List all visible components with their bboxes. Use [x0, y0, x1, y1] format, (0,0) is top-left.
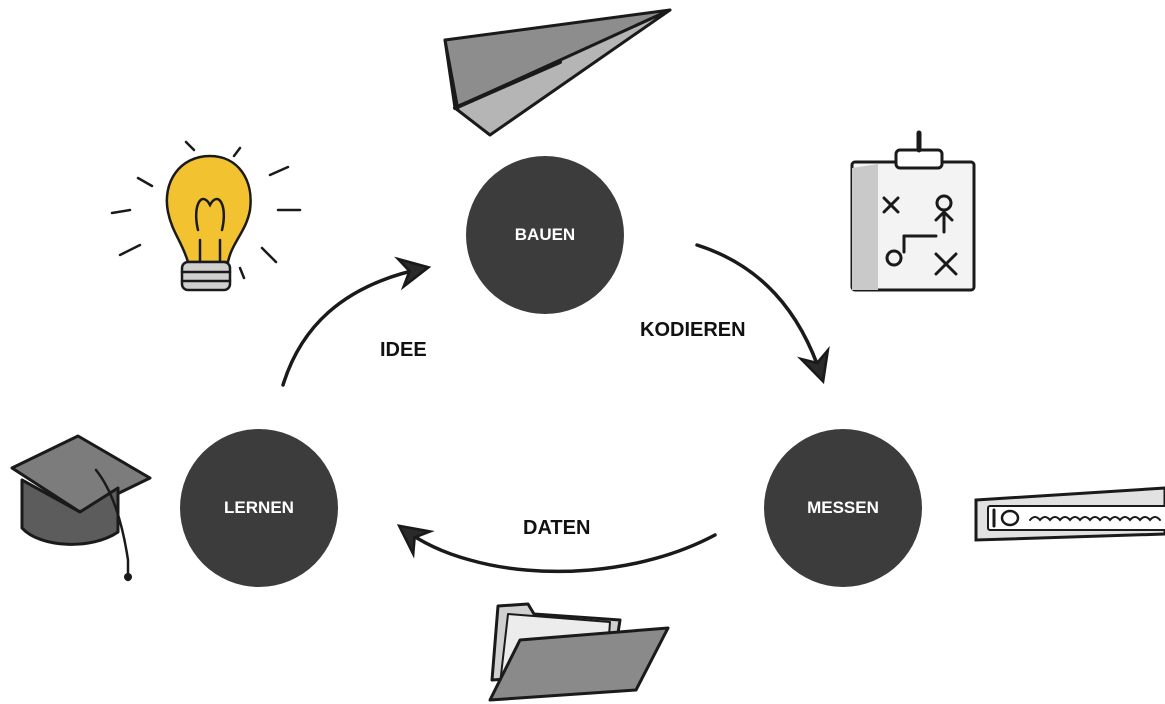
node-messen: MESSEN: [764, 429, 922, 587]
clipboard-icon: [850, 130, 976, 292]
url-bar-icon: [974, 486, 1165, 542]
folder-icon: [488, 602, 670, 702]
lightbulb-icon: [110, 140, 302, 292]
paper-plane-icon: [443, 8, 672, 137]
node-messen-label: MESSEN: [807, 498, 879, 517]
edge-label-daten: DATEN: [523, 517, 591, 539]
arrow-idee: [281, 268, 425, 387]
edge-label-kodieren: KODIEREN: [640, 319, 746, 341]
node-lernen: LERNEN: [180, 429, 338, 587]
arrow-daten: [402, 528, 717, 574]
graduation-cap-icon: [10, 434, 152, 582]
node-lernen-label: LERNEN: [224, 498, 294, 517]
node-bauen: BAUEN: [466, 156, 624, 314]
node-bauen-label: BAUEN: [514, 225, 576, 244]
edge-label-idee: IDEE: [380, 339, 427, 361]
arrow-kodieren: [695, 243, 822, 378]
